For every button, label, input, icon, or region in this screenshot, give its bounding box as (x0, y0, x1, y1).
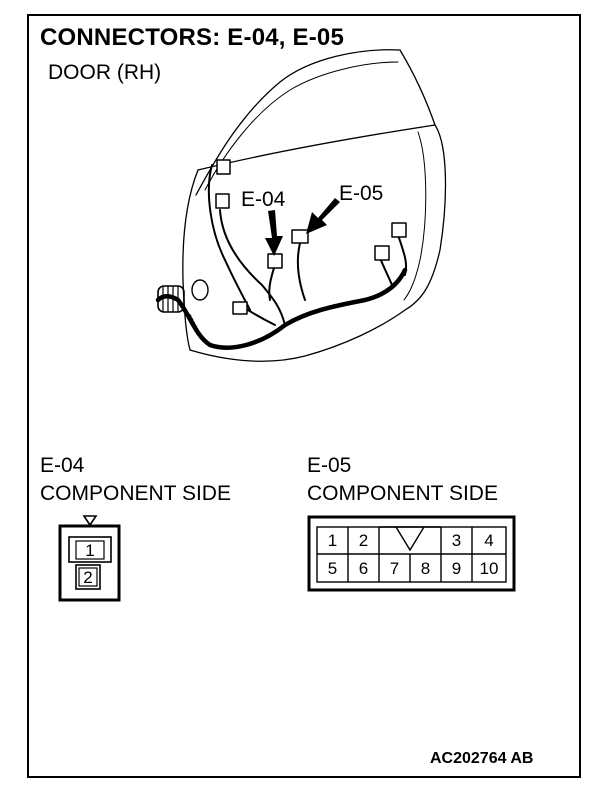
e05-pin: 9 (451, 559, 462, 578)
door-bottom-edge (189, 309, 406, 362)
e05-connector-name: E-05 (307, 454, 352, 477)
e05-pin: 1 (327, 531, 338, 550)
branch-wire-2 (207, 164, 251, 311)
diagram-title: CONNECTORS: E-04, E-05 (40, 24, 345, 51)
branch-wire-3 (296, 242, 306, 301)
diagram-frame (27, 14, 581, 778)
e05-connector-face (307, 515, 516, 592)
e04-connector-face (58, 515, 121, 602)
figure-code: AC202764 AB (430, 750, 534, 767)
e04-side-label: COMPONENT SIDE (40, 482, 231, 505)
callout-e05-label: E-05 (339, 182, 384, 205)
door-rear-edge (404, 124, 447, 311)
door-window-frame (195, 49, 436, 196)
diagram-subtitle: DOOR (RH) (48, 61, 162, 84)
e05-pin: 6 (358, 559, 369, 578)
door-window-inner (204, 61, 399, 191)
branch-wire-4 (268, 264, 276, 301)
door-belt-line (197, 124, 436, 171)
door-front-edge (182, 169, 199, 351)
e05-key-v (395, 526, 425, 552)
e05-pin: 7 (389, 559, 400, 578)
arrow-e05 (306, 198, 340, 234)
branch-wire-1 (219, 209, 286, 326)
e04-key-triangle (82, 515, 98, 527)
branch-wire-6 (379, 257, 393, 286)
e04-connector-name: E-04 (40, 454, 85, 477)
callout-e04-label: E-04 (241, 188, 286, 211)
e05-pin: 4 (484, 531, 494, 550)
e05-side-label: COMPONENT SIDE (307, 482, 498, 505)
arrow-e04 (265, 210, 283, 256)
e05-pin: 8 (420, 559, 431, 578)
e05-pin: 5 (327, 559, 338, 578)
main-harness (175, 267, 408, 350)
e04-pin: 1 (85, 541, 95, 560)
e05-pin: 2 (358, 531, 369, 550)
e05-pin: 10 (479, 559, 499, 578)
e04-pin: 2 (83, 568, 93, 587)
e05-pin: 3 (451, 531, 462, 550)
branch-wire-5 (397, 234, 408, 276)
